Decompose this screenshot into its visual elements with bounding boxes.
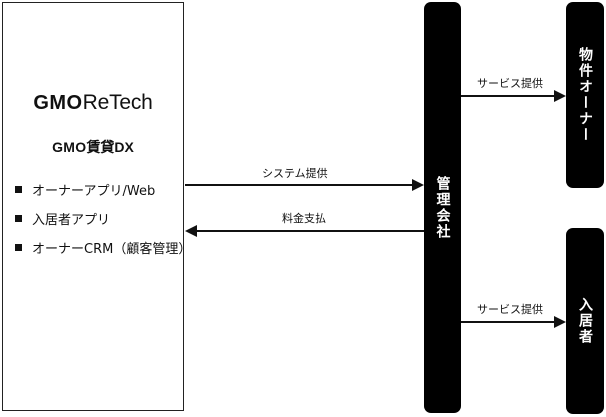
square-bullet-icon <box>15 186 22 193</box>
resident-pillar: 入居者 <box>566 228 604 414</box>
service-label: オーナーアプリ/Web <box>32 184 156 199</box>
payment-label: 料金支払 <box>282 212 326 225</box>
service-item: オーナーアプリ/Web <box>15 175 191 204</box>
square-bullet-icon <box>15 215 22 222</box>
system-provision-arrow <box>185 179 424 191</box>
resident-label: 入居者 <box>577 297 593 345</box>
owner-service-arrow <box>461 90 566 102</box>
property-owner-label: 物件オーナー <box>577 47 593 143</box>
gmo-chintai-dx-logo: GMO賃貸DX <box>3 137 183 157</box>
payment-arrow <box>185 225 424 237</box>
management-company-label: 管理会社 <box>434 175 451 240</box>
logo-gmo-text: GMO <box>33 92 83 114</box>
logo-retech-text: ReTech <box>82 91 153 114</box>
sublogo-name-text: 賃貸DX <box>86 139 134 155</box>
service-label: 入居者アプリ <box>32 213 111 228</box>
resident-service-label: サービス提供 <box>477 303 543 316</box>
property-owner-pillar: 物件オーナー <box>566 2 604 188</box>
gmo-retech-box: GMOReTech GMO賃貸DX オーナーアプリ/Web 入居者アプリ オーナ… <box>2 2 191 411</box>
management-company-pillar: 管理会社 <box>424 2 461 413</box>
sublogo-gmo-text: GMO <box>52 139 87 155</box>
resident-service-arrow <box>461 316 566 328</box>
gmo-retech-logo: GMOReTech <box>3 91 183 115</box>
service-item: 入居者アプリ <box>15 204 191 233</box>
owner-service-label: サービス提供 <box>477 77 543 90</box>
square-bullet-icon <box>15 244 22 251</box>
service-list: オーナーアプリ/Web 入居者アプリ オーナーCRM（顧客管理） <box>15 175 191 262</box>
service-label: オーナーCRM（顧客管理） <box>32 242 192 257</box>
service-item: オーナーCRM（顧客管理） <box>15 233 191 262</box>
system-provision-label: システム提供 <box>262 167 328 180</box>
